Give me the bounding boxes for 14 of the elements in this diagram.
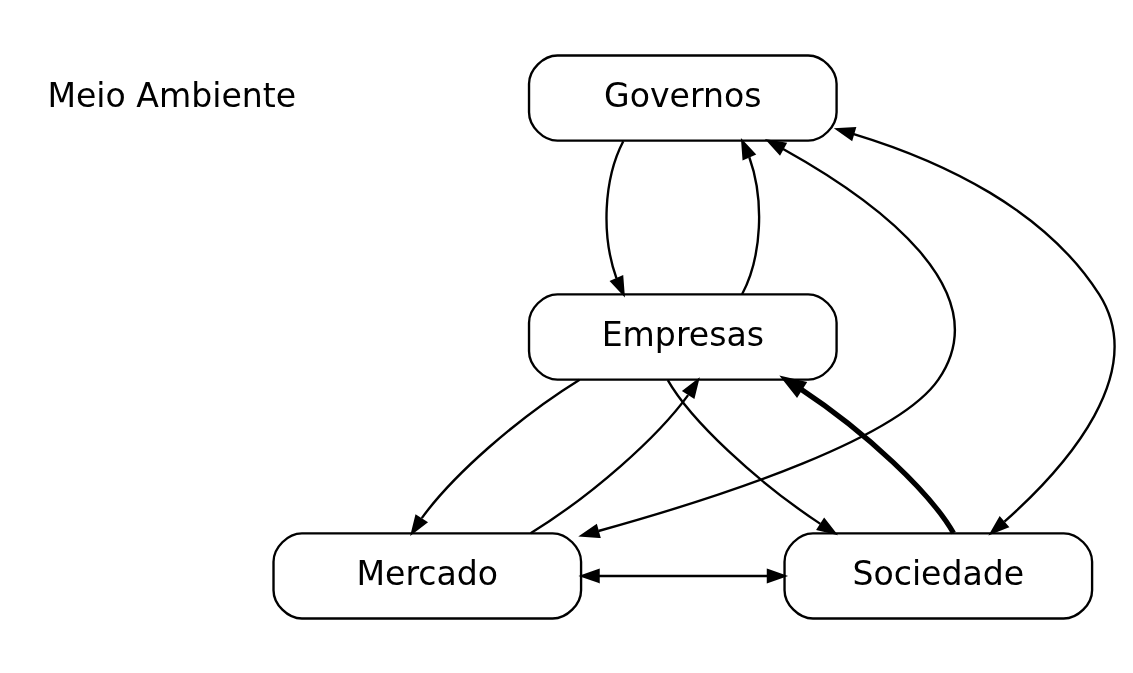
arrow <box>779 374 956 534</box>
arrow <box>529 376 700 534</box>
node-box: Governos <box>527 53 838 142</box>
arrow <box>833 126 1116 535</box>
arrow <box>740 137 761 295</box>
node-box: Sociedade <box>783 531 1094 620</box>
node-box: Empresas <box>527 292 838 381</box>
arrow <box>666 379 839 535</box>
arrow <box>578 567 789 583</box>
arrow <box>605 140 625 298</box>
label: Meio Ambiente <box>47 75 297 115</box>
node-box: Mercado <box>272 531 583 620</box>
arrow <box>410 378 581 536</box>
arrow <box>578 138 956 538</box>
